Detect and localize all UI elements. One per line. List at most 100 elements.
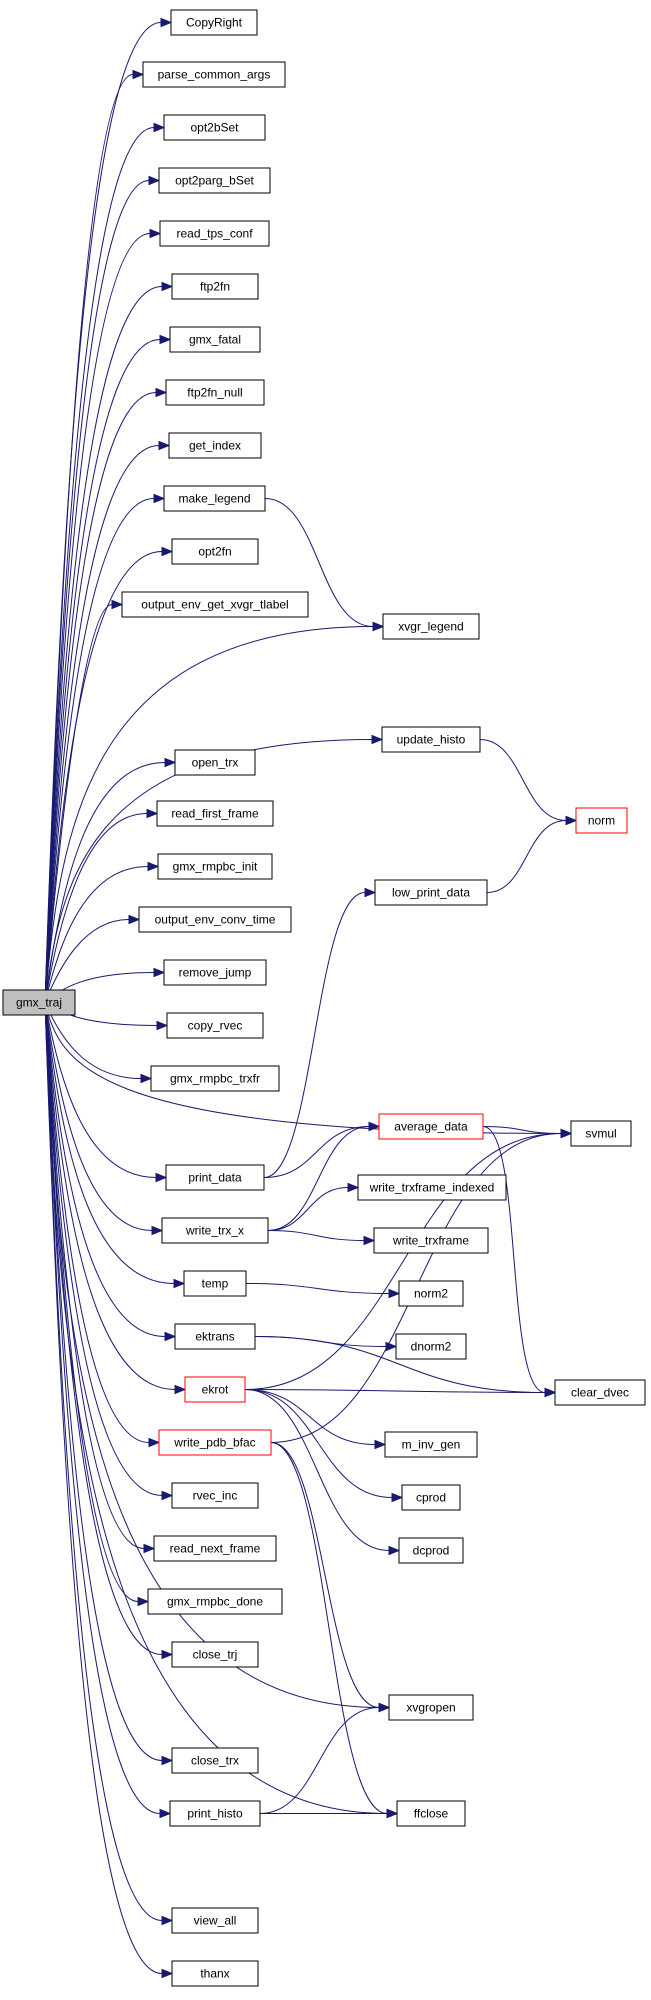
node-gmx-rmpbc-done[interactable]: gmx_rmpbc_done <box>147 1588 283 1615</box>
node-ftp2fn-null[interactable]: ftp2fn_null <box>165 379 265 406</box>
node-rvec-inc[interactable]: rvec_inc <box>171 1482 259 1509</box>
node-thanx[interactable]: thanx <box>171 1960 259 1987</box>
node-dnorm2[interactable]: dnorm2 <box>395 1333 467 1360</box>
node-label: ffclose <box>414 1807 449 1821</box>
edge-line <box>244 1389 376 1445</box>
edge-gmx_traj-to-output_env_get_xvgr_tlabel <box>44 599 124 1003</box>
node-output-env-get-xvgr-tlabel[interactable]: output_env_get_xvgr_tlabel <box>121 591 309 618</box>
node-write-trxframe-indexed[interactable]: write_trxframe_indexed <box>357 1174 507 1201</box>
edge-line <box>259 1707 380 1814</box>
node-close-trx[interactable]: close_trx <box>171 1747 259 1774</box>
node-remove-jump[interactable]: remove_jump <box>163 959 267 986</box>
node-box <box>147 1588 283 1615</box>
edge-arrowhead <box>364 887 377 898</box>
node-gmx-fatal[interactable]: gmx_fatal <box>169 326 261 353</box>
node-opt2bSet[interactable]: opt2bSet <box>163 114 266 141</box>
node-label: gmx_traj <box>16 996 62 1010</box>
edge-gmx_traj-to-view_all <box>44 1002 174 1926</box>
node-write-pdb-bfac[interactable]: write_pdb_bfac <box>158 1429 272 1456</box>
node-write-trxframe[interactable]: write_trxframe <box>373 1227 489 1254</box>
edge-arrowhead <box>149 228 162 239</box>
edge-gmx_traj-to-read_tps_conf <box>44 228 162 1003</box>
node-read-first-frame[interactable]: read_first_frame <box>156 800 274 827</box>
node-label: gmx_rmpbc_done <box>167 1595 263 1609</box>
node-view-all[interactable]: view_all <box>171 1907 259 1934</box>
node-m-inv-gen[interactable]: m_inv_gen <box>384 1431 478 1458</box>
node-ffclose[interactable]: ffclose <box>396 1800 466 1827</box>
node-svmul[interactable]: svmul <box>570 1120 632 1147</box>
node-xvgr-legend[interactable]: xvgr_legend <box>382 613 480 640</box>
edge-arrowhead <box>544 1387 557 1398</box>
edge-line <box>44 286 163 1003</box>
node-opt2fn[interactable]: opt2fn <box>171 538 259 565</box>
node-ftp2fn[interactable]: ftp2fn <box>171 273 259 300</box>
edge-arrowhead <box>159 334 172 345</box>
edge-gmx_traj-to-gmx_fatal <box>44 334 172 1003</box>
node-temp[interactable]: temp <box>183 1270 247 1297</box>
edge-line <box>44 1002 139 1602</box>
node-make-legend[interactable]: make_legend <box>163 485 266 512</box>
node-box <box>166 1012 264 1039</box>
node-gmx-rmpbc-init[interactable]: gmx_rmpbc_init <box>157 853 273 880</box>
node-box <box>174 1323 256 1350</box>
node-low-print-data[interactable]: low_print_data <box>374 879 488 906</box>
edge-arrowhead <box>143 1543 156 1554</box>
edge-gmx_traj-to-read_first_frame <box>44 808 159 1003</box>
edge-gmx_traj-to-ekrot <box>44 1002 187 1395</box>
node-ekrot[interactable]: ekrot <box>184 1376 246 1403</box>
node-CopyRight[interactable]: CopyRight <box>170 9 258 36</box>
edge-line <box>244 1389 390 1551</box>
node-label: CopyRight <box>186 16 243 30</box>
node-average-data[interactable]: average_data <box>378 1113 484 1140</box>
node-clear-dvec[interactable]: clear_dvec <box>554 1379 646 1406</box>
node-copy-rvec[interactable]: copy_rvec <box>166 1012 264 1039</box>
node-label: ekrot <box>202 1383 229 1397</box>
node-close-trj[interactable]: close_trj <box>171 1641 259 1668</box>
node-write-trx-x[interactable]: write_trx_x <box>161 1217 269 1244</box>
node-box <box>401 1484 461 1511</box>
node-opt2parg-bSet[interactable]: opt2parg_bSet <box>158 167 271 194</box>
edge-gmx_traj-to-opt2parg_bSet <box>44 175 161 1003</box>
node-label: xvgr_legend <box>398 620 463 634</box>
node-label: thanx <box>200 1967 229 1981</box>
edge-arrowhead <box>158 440 171 451</box>
edge-arrowhead <box>560 1128 573 1139</box>
node-label: get_index <box>189 439 241 453</box>
edge-arrowhead <box>128 914 141 925</box>
node-get-index[interactable]: get_index <box>168 432 262 459</box>
node-read-next-frame[interactable]: read_next_frame <box>153 1535 277 1562</box>
edge-make_legend-to-xvgr_legend <box>264 498 385 632</box>
node-label: dcprod <box>413 1544 450 1558</box>
node-dcprod[interactable]: dcprod <box>398 1537 464 1564</box>
edge-gmx_traj-to-ektrans <box>44 1002 177 1342</box>
node-label: remove_jump <box>179 966 252 980</box>
node-output-env-conv-time[interactable]: output_env_conv_time <box>138 906 292 933</box>
node-box <box>165 1164 265 1191</box>
node-gmx-rmpbc-trxfr[interactable]: gmx_rmpbc_trxfr <box>150 1065 280 1092</box>
node-norm[interactable]: norm <box>575 807 628 834</box>
node-xvgropen[interactable]: xvgropen <box>388 1694 474 1721</box>
edge-line <box>44 1002 163 1974</box>
edge-line <box>264 498 374 627</box>
node-box <box>158 1429 272 1456</box>
edge-arrowhead <box>174 1384 187 1395</box>
node-print-data[interactable]: print_data <box>165 1164 265 1191</box>
node-open-trx[interactable]: open_trx <box>174 749 256 776</box>
edge-line <box>44 1002 161 1814</box>
node-parse-common-args[interactable]: parse_common_args <box>142 61 286 88</box>
edge-arrowhead <box>378 1702 391 1713</box>
node-box <box>184 1376 246 1403</box>
node-norm2[interactable]: norm2 <box>398 1280 464 1307</box>
node-label: opt2parg_bSet <box>175 174 254 188</box>
edge-arrowhead <box>173 1278 186 1289</box>
node-label: write_trx_x <box>185 1224 244 1238</box>
node-box <box>554 1379 646 1406</box>
node-read-tps-conf[interactable]: read_tps_conf <box>159 220 270 247</box>
node-label: temp <box>202 1277 229 1291</box>
node-box <box>570 1120 632 1147</box>
node-cprod[interactable]: cprod <box>401 1484 461 1511</box>
node-print-histo[interactable]: print_histo <box>169 1800 261 1827</box>
node-ektrans[interactable]: ektrans <box>174 1323 256 1350</box>
node-update-histo[interactable]: update_histo <box>381 726 481 753</box>
edge-ekrot-to-clear_dvec <box>244 1387 557 1398</box>
